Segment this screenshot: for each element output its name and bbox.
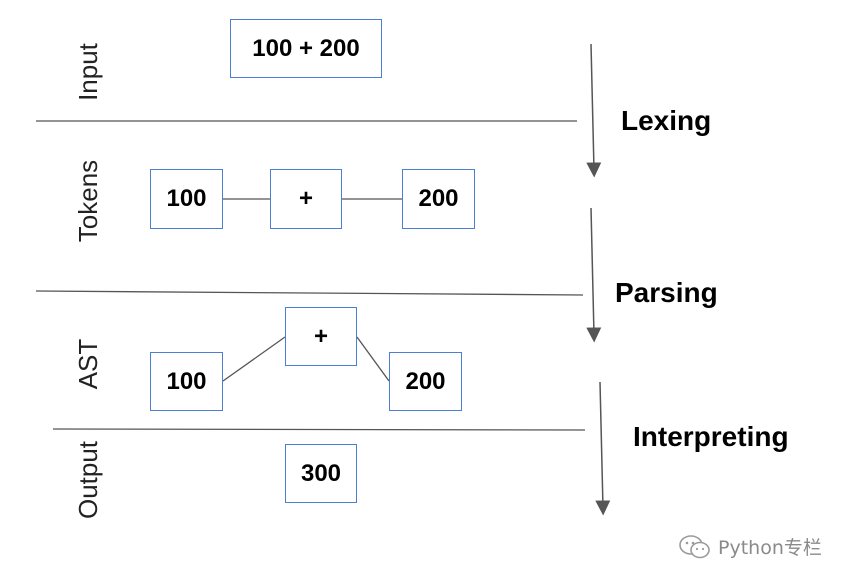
separator-ast-output <box>52 428 586 431</box>
arrow-interpreting <box>595 381 611 516</box>
ast-edge-right <box>356 336 390 382</box>
input-expression-box: 100 + 200 <box>230 19 382 78</box>
stage-label-parsing: Parsing <box>615 277 718 308</box>
ast-edge-left <box>222 336 286 382</box>
arrow-lexing <box>586 43 602 178</box>
token-box-right: 200 <box>402 169 475 229</box>
watermark: Python专栏 <box>678 533 822 560</box>
row-label-tokens: Tokens <box>73 159 103 243</box>
watermark-text: Python专栏 <box>718 537 822 559</box>
token-box-left: 100 <box>150 169 223 229</box>
ast-left-box: 100 <box>150 352 223 411</box>
output-result-box: 300 <box>285 444 357 503</box>
wechat-icon <box>679 534 710 558</box>
row-label-output: Output <box>73 440 103 520</box>
stage-label-lexing: Lexing <box>621 105 712 136</box>
token-box-operator: + <box>270 169 342 229</box>
ast-right-box: 200 <box>389 352 462 411</box>
stage-label-interpreting: Interpreting <box>633 421 789 452</box>
ast-root-box: + <box>285 307 357 366</box>
separator-tokens-ast <box>35 290 584 296</box>
arrow-parsing <box>586 207 602 343</box>
